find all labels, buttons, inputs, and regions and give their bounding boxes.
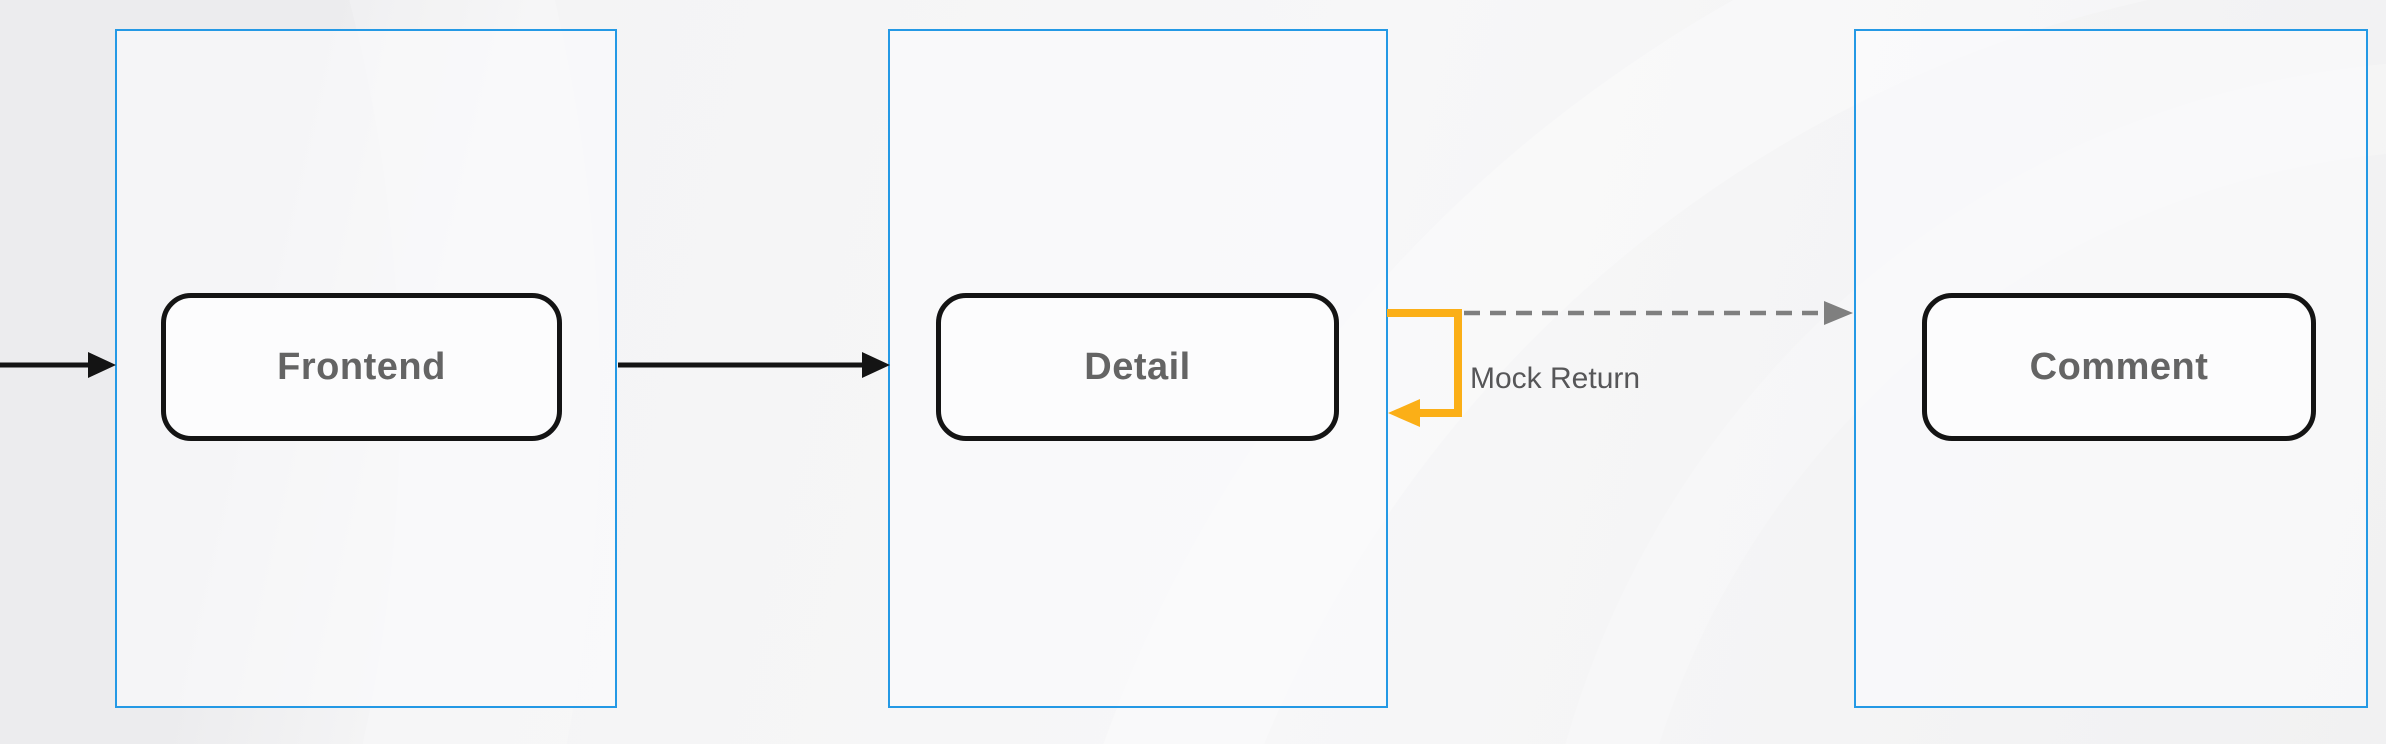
node-frontend[interactable]: Frontend xyxy=(161,293,562,441)
edge-mock-return-loop xyxy=(1387,309,1462,427)
node-comment[interactable]: Comment xyxy=(1922,293,2316,441)
edge-frontend-to-detail xyxy=(618,352,890,378)
node-frontend-label: Frontend xyxy=(277,345,446,388)
mock-return-label: Mock Return xyxy=(1470,362,1641,395)
node-comment-label: Comment xyxy=(2029,345,2209,388)
edge-detail-to-comment-dashed xyxy=(1464,301,1853,325)
node-detail-label: Detail xyxy=(1084,345,1191,388)
node-detail[interactable]: Detail xyxy=(936,293,1339,441)
edge-start-to-frontend xyxy=(0,352,116,378)
